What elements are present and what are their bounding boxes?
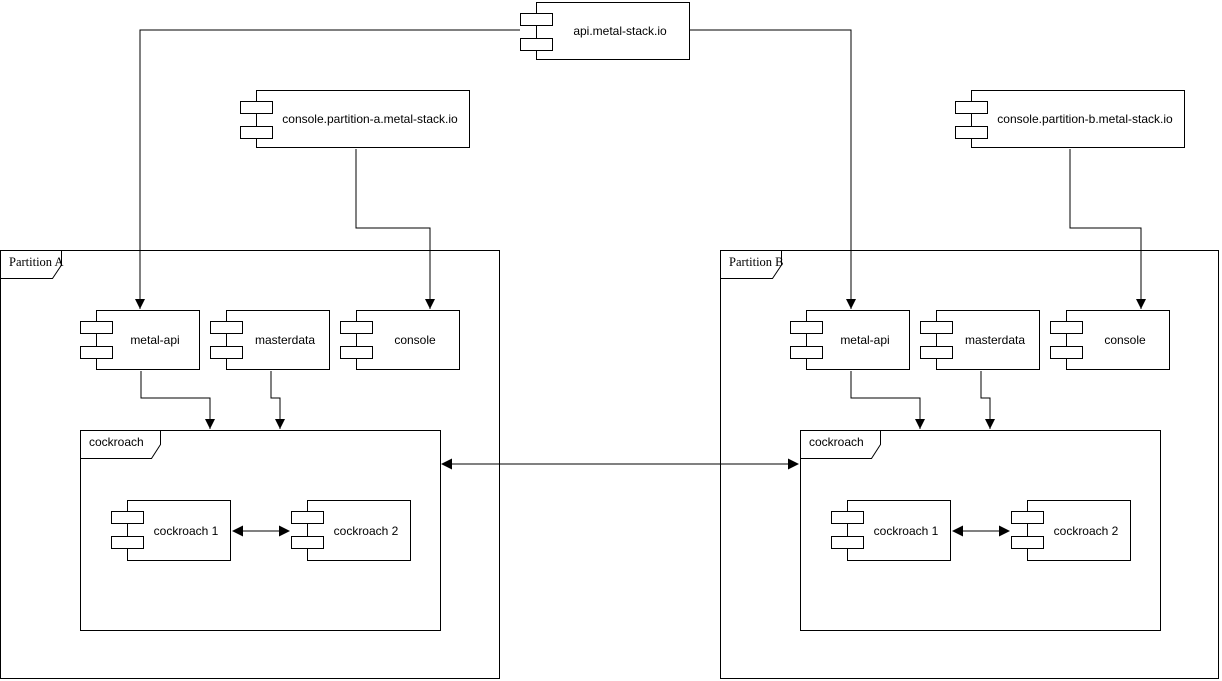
cockroach-b-label: cockroach (809, 435, 864, 449)
component-console-a: console (340, 310, 460, 370)
component-console-b: console (1050, 310, 1170, 370)
component-label: cockroach 1 (873, 523, 939, 538)
component-label: cockroach 1 (153, 523, 219, 538)
component-masterdata-a: masterdata (210, 310, 330, 370)
component-label: console.partition-b.metal-stack.io (997, 112, 1173, 126)
frame-tab-shape (800, 430, 881, 459)
component-icon (1011, 511, 1044, 551)
component-icon (1050, 321, 1083, 361)
component-label: api.metal-stack.io (573, 24, 667, 38)
component-label: cockroach 2 (1053, 523, 1119, 538)
component-icon (80, 321, 113, 361)
partition-b-label-tab: Partition B (720, 250, 784, 280)
component-icon (240, 101, 273, 141)
component-label: console.partition-a.metal-stack.io (282, 112, 458, 126)
component-icon (920, 321, 953, 361)
component-icon (111, 511, 144, 551)
frame-tab-shape (0, 250, 62, 279)
component-icon (291, 511, 324, 551)
frame-tab-shape (80, 430, 161, 459)
component-icon (340, 321, 373, 361)
component-label: masterdata (254, 333, 316, 347)
component-console-partition-b: console.partition-b.metal-stack.io (955, 90, 1185, 148)
component-metal-api-a: metal-api (80, 310, 200, 370)
component-cockroach-1-b: cockroach 1 (831, 500, 951, 561)
component-cockroach-2-b: cockroach 2 (1011, 500, 1131, 561)
component-api-metal-stack-io: api.metal-stack.io (520, 2, 690, 60)
component-label: metal-api (840, 333, 890, 347)
partition-a-label: Partition A (9, 255, 64, 269)
component-icon (955, 101, 988, 141)
component-metal-api-b: metal-api (790, 310, 910, 370)
component-icon (210, 321, 243, 361)
cockroach-a-label: cockroach (89, 435, 144, 449)
component-cockroach-1-a: cockroach 1 (111, 500, 231, 561)
component-icon (831, 511, 864, 551)
component-label: cockroach 2 (333, 523, 399, 538)
component-label: console (1104, 333, 1146, 347)
cockroach-b-label-tab: cockroach (800, 430, 882, 460)
component-cockroach-2-a: cockroach 2 (291, 500, 411, 561)
component-label: console (394, 333, 436, 347)
component-icon (520, 13, 553, 53)
component-masterdata-b: masterdata (920, 310, 1040, 370)
component-label: metal-api (130, 333, 180, 347)
partition-a-label-tab: Partition A (0, 250, 64, 280)
cockroach-a-label-tab: cockroach (80, 430, 162, 460)
component-label: masterdata (964, 333, 1026, 347)
component-console-partition-a: console.partition-a.metal-stack.io (240, 90, 470, 148)
partition-b-label: Partition B (729, 255, 784, 269)
component-icon (790, 321, 823, 361)
